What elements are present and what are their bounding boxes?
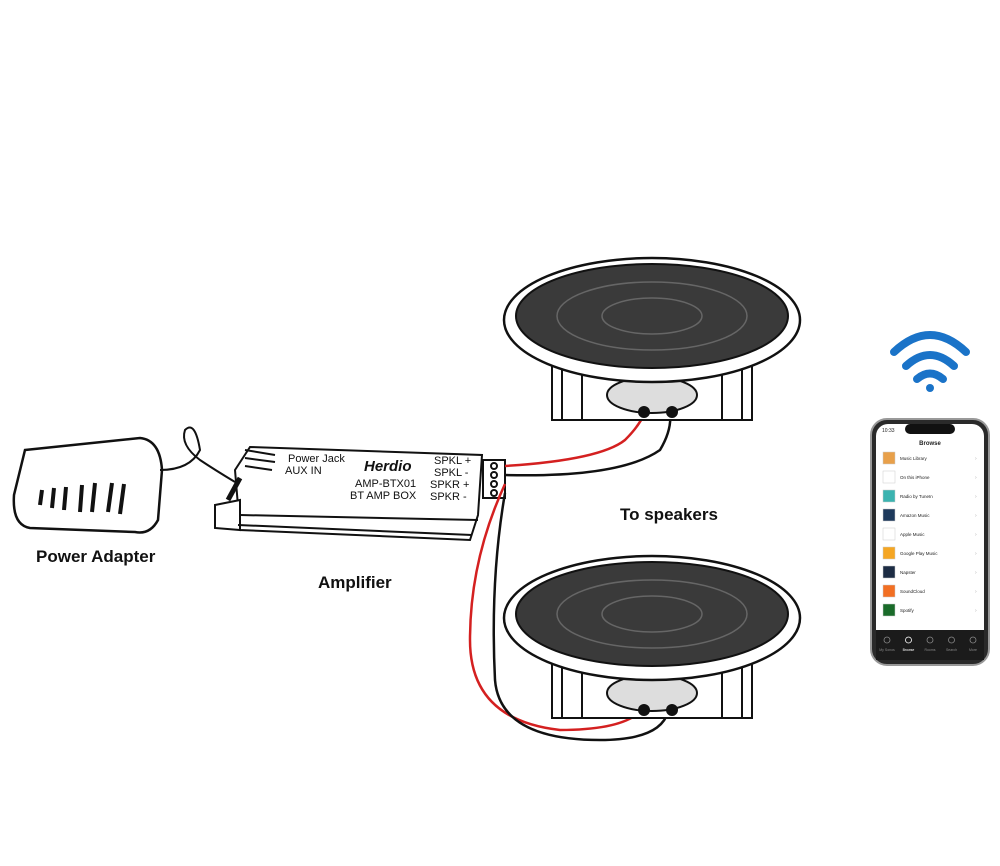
phone-list-item[interactable]: Amazon Music › xyxy=(882,508,977,522)
phone-list-item[interactable]: SoundCloud › xyxy=(882,584,977,598)
smartphone: 10:33 Browse Music Library›On this iPhon… xyxy=(870,418,990,666)
tab-browse[interactable]: Browse xyxy=(903,636,915,652)
list-item-label: Amazon Music xyxy=(900,513,930,518)
service-icon xyxy=(882,508,896,522)
subtitle-label: BT AMP BOX xyxy=(350,490,417,502)
wifi-icon xyxy=(890,331,970,392)
amplifier-label: Amplifier xyxy=(318,573,392,592)
service-icon xyxy=(882,584,896,598)
power-adapter-label: Power Adapter xyxy=(36,547,156,566)
tab-my-sonos[interactable]: My Sonos xyxy=(879,636,895,652)
ceiling-speaker xyxy=(502,256,802,421)
service-icon xyxy=(882,527,896,541)
tab-label: Rooms xyxy=(924,648,935,652)
brand-logo: Herdio xyxy=(364,458,412,475)
chevron-right-icon: › xyxy=(975,570,977,576)
power-adapter xyxy=(12,426,236,534)
phone-list-item[interactable]: Napster › xyxy=(882,565,977,579)
chevron-right-icon: › xyxy=(975,589,977,595)
service-icon xyxy=(882,470,896,484)
phone-list-item[interactable]: Radio by TuneIn › xyxy=(882,489,977,503)
tab-search[interactable]: Search xyxy=(946,636,957,652)
model-label: AMP-BTX01 xyxy=(355,478,416,490)
list-item-label: Google Play Music xyxy=(900,551,938,556)
status-time: 10:33 xyxy=(882,428,895,434)
chevron-right-icon: › xyxy=(975,456,977,462)
power-jack-label: Power Jack xyxy=(288,453,345,465)
ceiling-speaker xyxy=(502,554,802,719)
tab-label: Search xyxy=(946,648,957,652)
tab-label: More xyxy=(969,648,977,652)
service-icon xyxy=(882,451,896,465)
phone-list-item[interactable]: Spotify › xyxy=(882,603,977,617)
aux-in-label: AUX IN xyxy=(285,465,322,477)
chevron-right-icon: › xyxy=(975,475,977,481)
speaker-wires xyxy=(468,411,672,742)
browse-header: Browse xyxy=(919,441,941,447)
list-item-label: Apple Music xyxy=(900,532,925,537)
service-icon xyxy=(882,565,896,579)
amplifier xyxy=(214,445,506,542)
chevron-right-icon: › xyxy=(975,532,977,538)
service-icon xyxy=(882,546,896,560)
tab-more[interactable]: More xyxy=(969,636,977,652)
terminal-label: SPKR - xyxy=(430,491,467,503)
tab-label: My Sonos xyxy=(879,648,895,652)
list-item-label: Spotify xyxy=(900,608,915,613)
service-icon xyxy=(882,489,896,503)
list-item-label: Music Library xyxy=(900,456,928,461)
tab-rooms[interactable]: Rooms xyxy=(924,636,936,652)
chevron-right-icon: › xyxy=(975,494,977,500)
chevron-right-icon: › xyxy=(975,513,977,519)
terminal-label: SPKR + xyxy=(430,479,469,491)
chevron-right-icon: › xyxy=(975,608,977,614)
list-item-label: Radio by TuneIn xyxy=(900,494,933,499)
service-icon xyxy=(882,603,896,617)
phone-list-item[interactable]: Apple Music › xyxy=(882,527,977,541)
chevron-right-icon: › xyxy=(975,551,977,557)
terminal-label: SPKL - xyxy=(434,467,469,479)
tab-label: Browse xyxy=(903,648,915,652)
to-speakers-label: To speakers xyxy=(620,505,718,524)
list-item-label: Napster xyxy=(900,570,916,575)
phone-list-item[interactable]: Google Play Music › xyxy=(882,546,977,560)
terminal-label: SPKL + xyxy=(434,455,471,467)
list-item-label: On this iPhone xyxy=(900,475,930,480)
phone-list-item[interactable]: On this iPhone › xyxy=(882,470,977,484)
list-item-label: SoundCloud xyxy=(900,589,925,594)
phone-list-item[interactable]: Music Library › xyxy=(882,451,977,465)
